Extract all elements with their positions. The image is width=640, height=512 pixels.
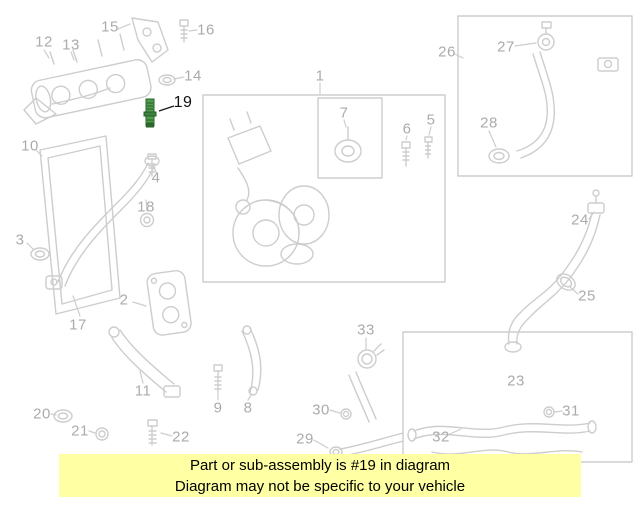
part-label-20: 20 [33, 405, 51, 423]
part-label-6: 6 [402, 120, 412, 138]
part-label-22: 22 [172, 428, 190, 446]
return-hose-art [504, 189, 605, 353]
part-label-13: 13 [62, 36, 80, 54]
part-label-3: 3 [15, 231, 25, 249]
part-label-1: 1 [315, 67, 325, 85]
leader-lines [26, 23, 595, 449]
oil-line-art [30, 153, 160, 290]
part-label-2: 2 [119, 291, 129, 309]
part-label-17: 17 [69, 316, 87, 334]
part-label-8: 8 [243, 399, 253, 417]
part-label-32: 32 [432, 428, 450, 446]
turbocharger-art [227, 111, 433, 267]
part-label-16: 16 [197, 21, 215, 39]
part-label-10: 10 [21, 137, 39, 155]
part-label-27: 27 [497, 38, 515, 56]
part-label-21: 21 [71, 422, 89, 440]
part-label-14: 14 [184, 67, 202, 85]
part-label-30: 30 [312, 401, 330, 419]
part-label-31: 31 [562, 402, 580, 420]
hose-clamp-art [348, 343, 385, 423]
part-label-15: 15 [101, 18, 119, 36]
part-label-29: 29 [296, 430, 314, 448]
part-label-23: 23 [507, 372, 525, 390]
part-label-26: 26 [438, 43, 456, 61]
part-label-11: 11 [134, 382, 152, 400]
part-label-5: 5 [426, 111, 436, 129]
part-label-4: 4 [151, 169, 161, 187]
part-label-24: 24 [571, 211, 589, 229]
coolant-pipe-top-art [488, 21, 619, 164]
part-label-19: 19 [173, 94, 193, 111]
brackets-art [108, 325, 262, 398]
seals-art [53, 409, 158, 446]
part-label-28: 28 [480, 114, 498, 132]
note-banner: Part or sub-assembly is #19 in diagram D… [59, 454, 581, 497]
part-label-25: 25 [578, 287, 596, 305]
banner-line-2: Diagram may not be specific to your vehi… [174, 478, 466, 495]
highlighted-part-19 [143, 98, 175, 128]
coolant-pipes-bottom-art [329, 406, 597, 458]
heat-shield-art [39, 135, 121, 315]
gasket-art [146, 269, 192, 336]
manifold-art [23, 17, 189, 125]
part-label-7: 7 [339, 104, 349, 122]
part-label-33: 33 [357, 321, 375, 339]
part-label-9: 9 [213, 399, 223, 417]
banner-line-1: Part or sub-assembly is #19 in diagram [189, 457, 451, 474]
part-label-12: 12 [35, 33, 53, 51]
part-label-18: 18 [137, 198, 155, 216]
